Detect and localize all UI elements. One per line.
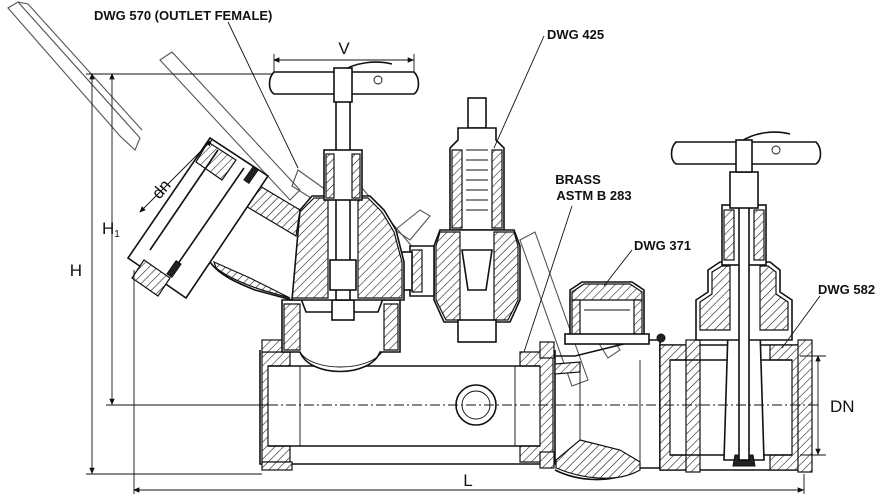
globe-valve-left [126, 61, 420, 373]
dimension-lines [86, 54, 826, 494]
callout-dwg-425: DWG 425 [547, 27, 604, 42]
cap-dwg-371 [564, 281, 666, 345]
callout-dwg-371: DWG 371 [634, 238, 691, 253]
relief-valve-dwg-425 [399, 97, 521, 343]
dimension-h1-label: H1 [102, 219, 120, 240]
leader-lines [227, 21, 821, 353]
main-pipe-body [259, 339, 661, 481]
dimension-dn-label: DN [830, 397, 855, 416]
gate-valve-right [659, 131, 822, 473]
callout-astm: ASTM B 283 [556, 188, 631, 203]
dimension-h-label: H [70, 261, 82, 280]
callout-dwg-570: DWG 570 (OUTLET FEMALE) [94, 8, 272, 23]
dimension-l-label: L [463, 471, 472, 490]
callout-brass: BRASS [555, 172, 601, 187]
callout-dwg-582: DWG 582 [818, 282, 875, 297]
dimension-v-label: V [338, 39, 350, 58]
